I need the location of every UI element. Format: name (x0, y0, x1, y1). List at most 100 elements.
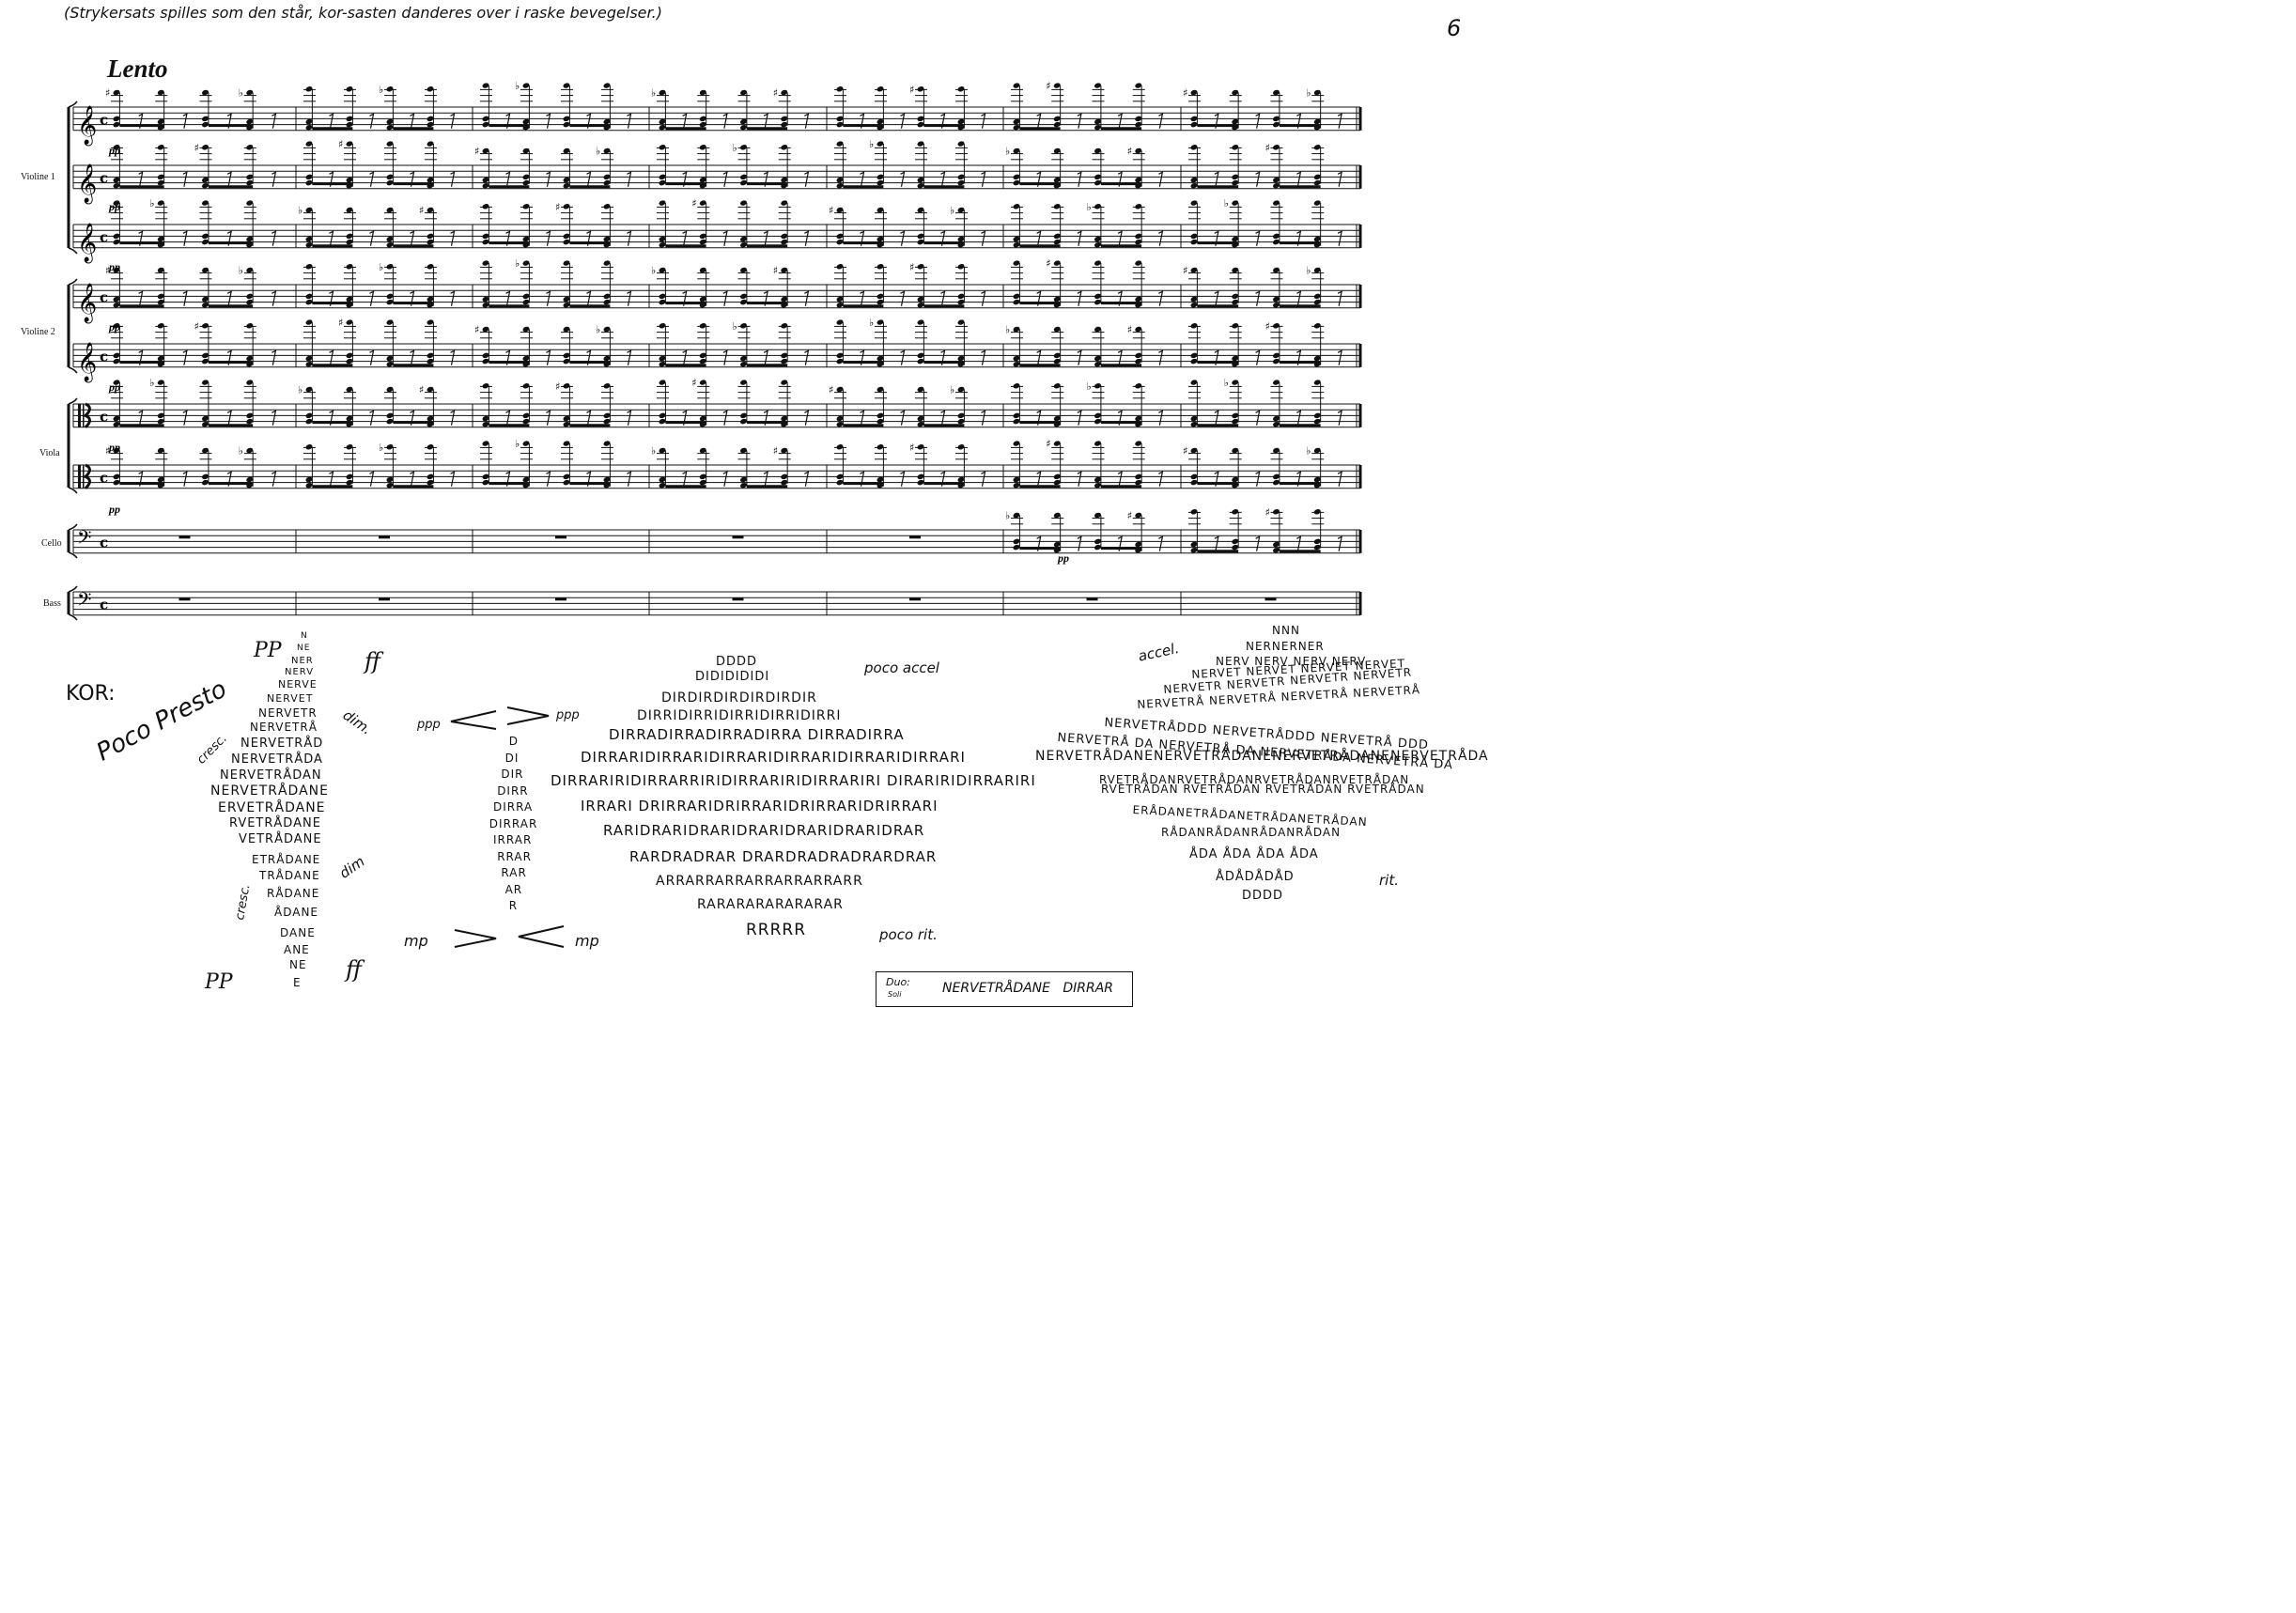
hairpin-crescendo-bottom (518, 925, 565, 948)
eighth-rest (1296, 290, 1302, 306)
note-head (659, 418, 666, 425)
note-head (305, 355, 313, 362)
note-head (1190, 541, 1198, 548)
note-head (346, 421, 353, 427)
note-head (1094, 383, 1101, 389)
eighth-rest (804, 113, 810, 129)
eighth-rest (1077, 410, 1082, 426)
choir-text-line: DANE (280, 926, 316, 939)
eighth-rest (1117, 171, 1123, 187)
note-head (1053, 352, 1061, 359)
note-head (1094, 236, 1101, 242)
note-head (1053, 541, 1061, 548)
note-head (346, 319, 353, 325)
eighth-rest (940, 171, 946, 187)
note-head (836, 479, 844, 486)
eighth-rest (682, 171, 688, 187)
note-head (1232, 118, 1239, 125)
note-head (1094, 83, 1101, 88)
note-head (1190, 239, 1198, 245)
note-head (1232, 538, 1239, 545)
note-head (957, 319, 965, 325)
note-head (113, 473, 120, 480)
note-head (1135, 116, 1142, 122)
eighth-rest (763, 290, 768, 306)
note-head (113, 200, 120, 206)
eighth-rest (369, 349, 375, 365)
note-head (246, 380, 254, 385)
note-head (1313, 380, 1321, 385)
eighth-rest (763, 349, 768, 365)
note-head (427, 141, 434, 147)
note-head (1232, 200, 1239, 206)
choir-text-line: E (293, 976, 302, 989)
note-head (603, 412, 611, 419)
note-head (781, 302, 788, 308)
note-head (1053, 473, 1061, 480)
note-head (603, 326, 611, 333)
note-head (699, 479, 706, 486)
note-head (482, 83, 489, 88)
accidental: ♭ (869, 317, 874, 329)
accidental: ♯ (419, 384, 424, 396)
note-head (836, 319, 844, 325)
choir-text-line: RÅDANRÅDANRÅDANRÅDAN (1161, 826, 1342, 839)
eighth-rest (1117, 471, 1123, 487)
note-head (1273, 116, 1280, 122)
eighth-rest (410, 290, 415, 306)
eighth-rest (1077, 230, 1082, 246)
note-head (917, 116, 924, 122)
eighth-rest (226, 113, 232, 129)
note-head (522, 124, 530, 131)
note-head (563, 182, 570, 189)
note-head (522, 383, 530, 389)
note-head (1053, 147, 1061, 154)
eighth-rest (1255, 113, 1261, 129)
note-head (1013, 174, 1020, 180)
note-head (202, 447, 209, 454)
eighth-rest (1036, 535, 1042, 551)
accidental: ♭ (869, 138, 874, 150)
note-head (482, 441, 489, 446)
accidental: ♭ (1005, 146, 1010, 158)
note-head (386, 412, 394, 419)
note-head (1135, 479, 1142, 486)
eighth-rest (804, 349, 810, 365)
note-head (522, 179, 530, 186)
note-head (699, 267, 706, 273)
note-head (427, 239, 434, 245)
alto-clef-icon (83, 463, 91, 489)
note-head (202, 121, 209, 128)
note-head (346, 358, 353, 364)
eighth-rest (450, 349, 456, 365)
note-head (1273, 200, 1280, 206)
note-head (482, 182, 489, 189)
note-head (1013, 538, 1020, 545)
note-head (836, 386, 844, 393)
note-head (305, 361, 313, 367)
note-head (1273, 421, 1280, 427)
note-head (1232, 380, 1239, 385)
eighth-rest (1337, 471, 1342, 487)
eighth-rest (1255, 410, 1261, 426)
note-head (1135, 421, 1142, 427)
eighth-rest (505, 290, 511, 306)
accidental: ♭ (733, 142, 737, 154)
note-head (1013, 204, 1020, 209)
time-signature: c (100, 229, 108, 246)
note-head (781, 473, 788, 480)
note-head (522, 326, 530, 333)
whole-rest (555, 597, 566, 601)
eighth-rest (627, 113, 632, 129)
accidental: ♯ (105, 445, 110, 458)
eighth-rest (722, 171, 728, 187)
choir-text-line: N (301, 631, 308, 641)
note-head (386, 361, 394, 367)
choir-text-line: ARRARRARRARRARRARRARR (656, 874, 863, 889)
accidental: ♯ (1127, 146, 1132, 158)
accidental: ♭ (1306, 445, 1311, 458)
note-head (386, 207, 394, 213)
choir-text-line: DIRRA (493, 800, 534, 814)
note-head (1094, 118, 1101, 125)
note-head (1313, 361, 1321, 367)
